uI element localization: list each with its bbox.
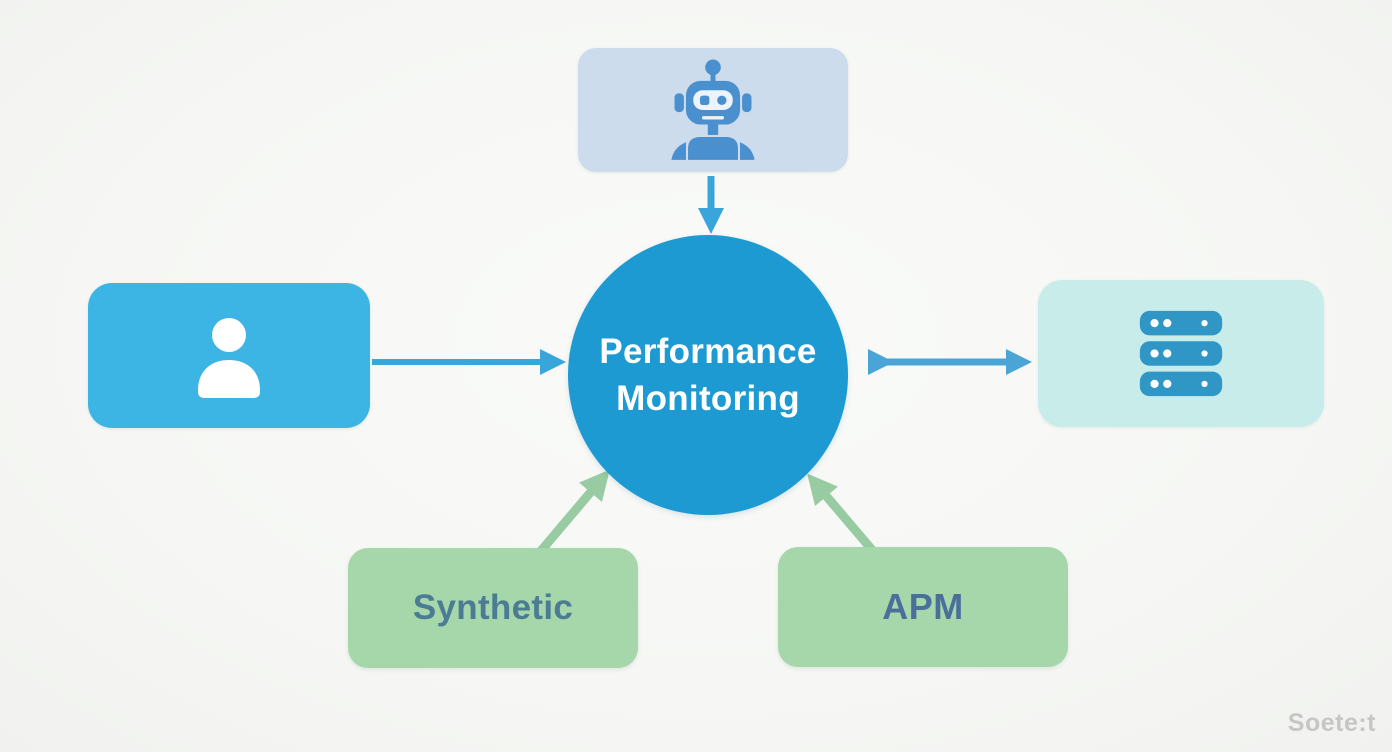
node-chatbot (578, 48, 848, 172)
robot-icon (671, 59, 755, 160)
arrow-synthetic-to-center (536, 469, 610, 555)
synthetic-label: Synthetic (412, 588, 574, 627)
watermark: Soete:t (1287, 709, 1376, 737)
node-user (88, 283, 370, 428)
node-synthetic: Synthetic (348, 548, 638, 668)
node-apm: APM (778, 547, 1068, 667)
apm-label: APM (882, 586, 964, 627)
server-stack-icon (1139, 310, 1223, 396)
arrow-apm-to-center (807, 473, 877, 554)
node-performance-monitoring: Performance Monitoring (568, 235, 848, 515)
node-servers (1038, 280, 1324, 427)
user-icon (198, 317, 260, 398)
center-node-label: Performance Monitoring (599, 331, 817, 418)
